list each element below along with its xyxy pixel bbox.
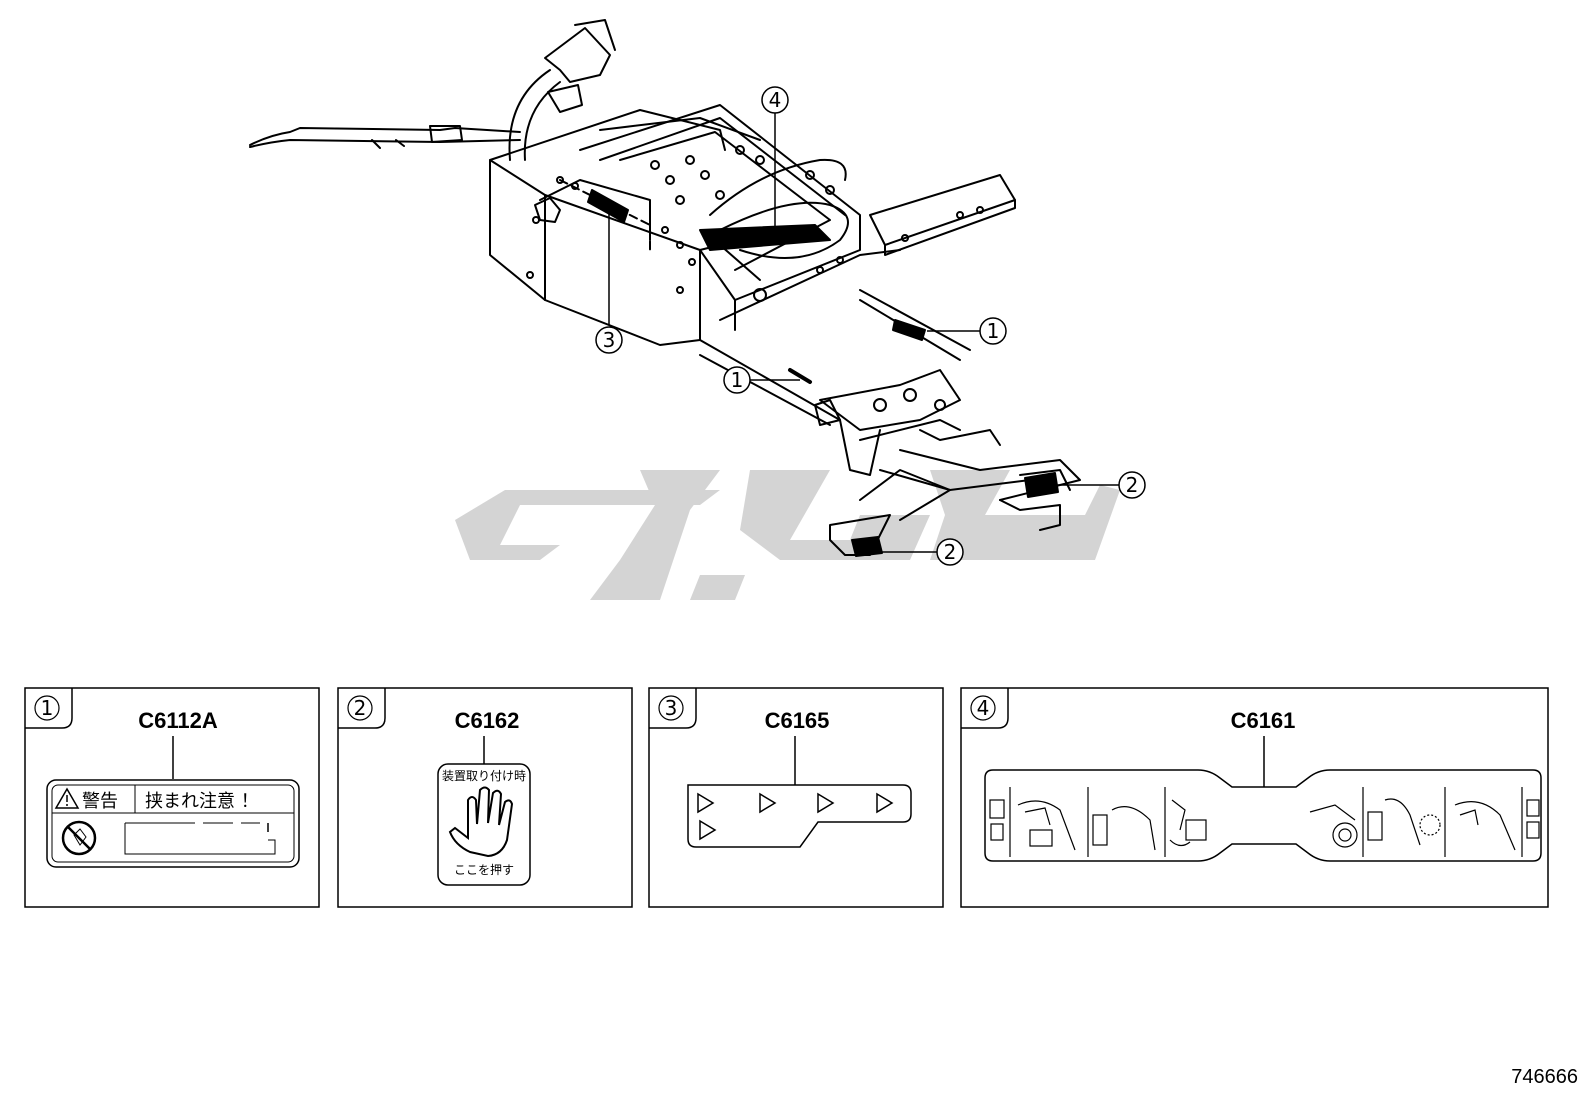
panel-number: 1 [41, 696, 54, 720]
seat-mechanism-drawing [249, 19, 1081, 557]
part-code: C6162 [455, 708, 520, 733]
svg-text:3: 3 [603, 328, 616, 352]
panel-number: 3 [665, 696, 678, 720]
arrow-label-outline [687, 784, 912, 848]
svg-text:1: 1 [731, 368, 744, 392]
svg-text:2: 2 [944, 540, 957, 564]
install-text: 装置取り付け時 [442, 769, 526, 783]
panel-number: 2 [354, 696, 367, 720]
callout-circle-4: 4 [761, 86, 789, 114]
label-panel-1: 1 C6112A 警告 挟まれ注意 ！ [24, 687, 320, 908]
warning-text: 警告 [82, 791, 118, 812]
caution-text: 挟まれ注意 ！ [145, 791, 259, 812]
no-hand-icon [61, 820, 97, 856]
panel-number: 4 [977, 696, 990, 720]
callout-circle-3: 3 [595, 326, 623, 354]
svg-text:1: 1 [987, 319, 1000, 343]
label-panel-4: 4 C6161 [960, 687, 1549, 908]
callout-circle-1-upper: 1 [979, 317, 1007, 345]
push-here-text: ここを押す [454, 863, 514, 877]
warning-triangle-icon [54, 787, 80, 809]
label-panel-2: 2 C6162 装置取り付け時 ここを押す [337, 687, 633, 908]
watermark-logo [455, 470, 1120, 600]
diagram-id: 746666 [1511, 1066, 1578, 1088]
svg-text:4: 4 [769, 88, 782, 112]
instruction-steps-right [1309, 787, 1540, 857]
part-code: C6165 [765, 708, 830, 733]
svg-text:2: 2 [1126, 473, 1139, 497]
instruction-label-outline [984, 769, 1542, 862]
part-code: C6161 [1231, 708, 1296, 733]
callout-circle-2-upper: 2 [1118, 471, 1146, 499]
callout-leaders [608, 113, 1119, 553]
instruction-steps-left [989, 787, 1207, 857]
hand-icon [448, 786, 514, 858]
callout-circle-2-lower: 2 [936, 538, 964, 566]
callout-circle-1-lower: 1 [723, 366, 751, 394]
part-code: C6112A [138, 708, 218, 733]
label-panel-3: 3 C6165 [648, 687, 944, 908]
triangle-markers [697, 792, 894, 841]
